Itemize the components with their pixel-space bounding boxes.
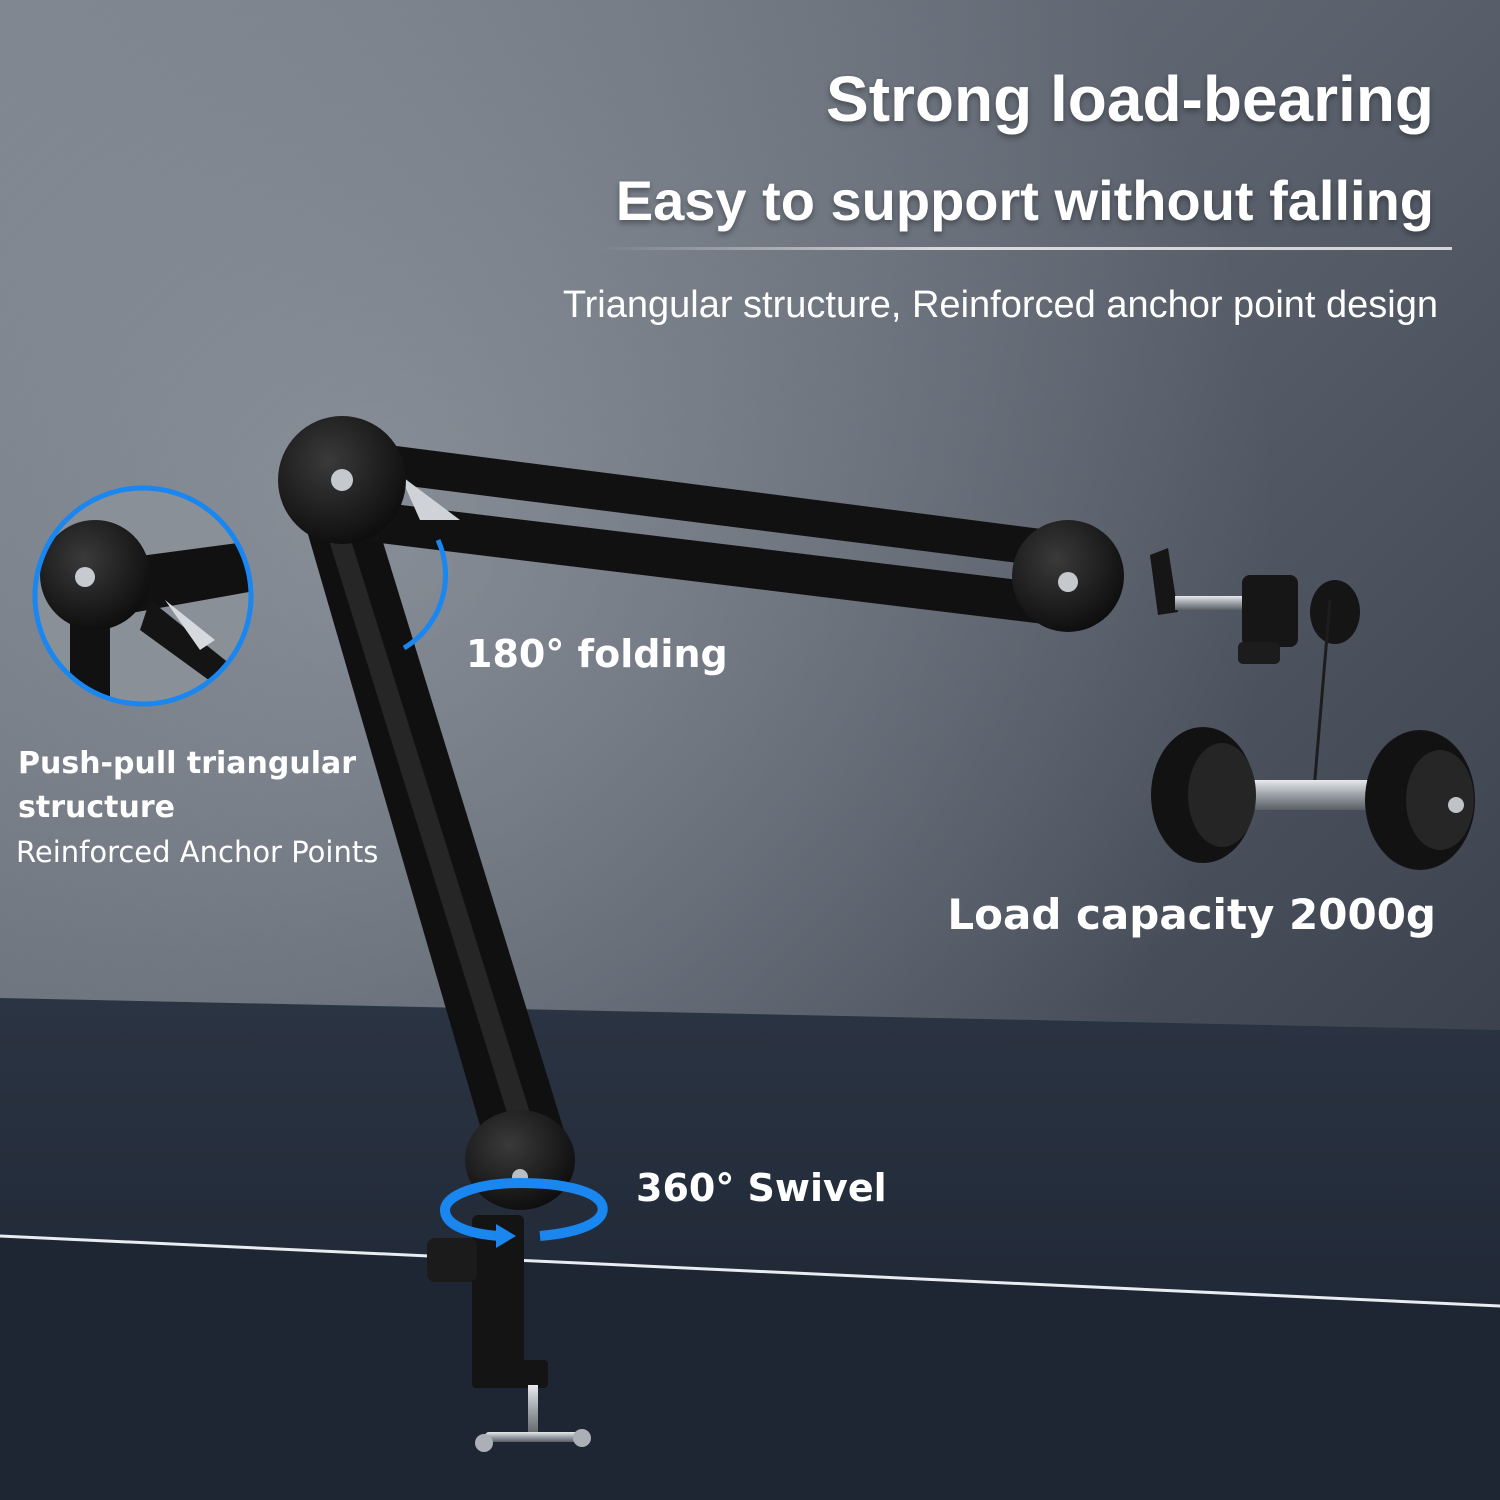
tagline: Triangular structure, Reinforced anchor … [562,284,1438,326]
fold-angle-arc-icon [402,538,449,651]
header-divider [600,247,1452,250]
rotate-arrow-icon [439,1177,608,1248]
mount-adapter [1150,548,1360,664]
weight-cord [1312,599,1332,791]
folding-callout: 180° folding [466,632,728,676]
swivel-callout: 360° Swivel [636,1166,887,1210]
push-pull-line1: Push-pull triangular [18,746,357,781]
upper-arm [345,440,1065,625]
desk-clamp [427,1215,591,1452]
desk-top-surface [0,1236,1500,1500]
desk-edge-highlight [0,1234,1500,1308]
front-joint [1012,520,1124,632]
push-pull-line2: structure [18,790,175,825]
subheadline: Easy to support without falling [615,169,1434,232]
headline: Strong load-bearing [826,63,1434,135]
base-joint [465,1110,575,1210]
elbow-joint [278,416,406,544]
dumbbell-weight [1151,727,1475,870]
lower-arm [298,500,570,1160]
push-pull-line3: Reinforced Anchor Points [16,835,379,869]
load-capacity-callout: Load capacity 2000g [947,890,1436,939]
push-pull-callout: Push-pull triangular structure Reinforce… [16,742,379,874]
